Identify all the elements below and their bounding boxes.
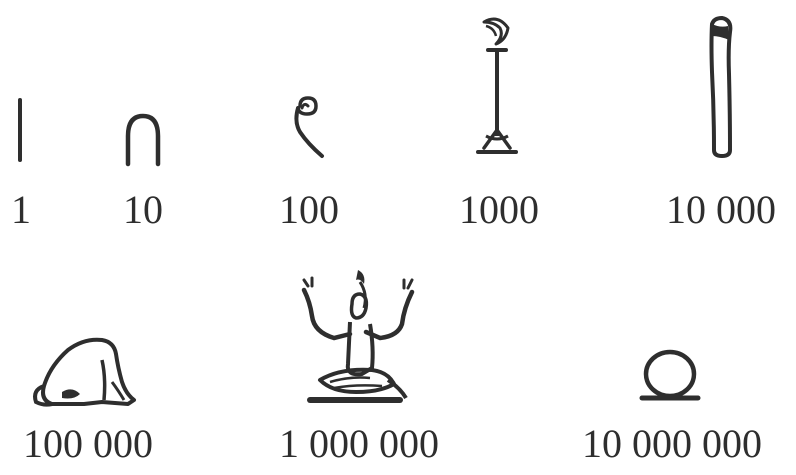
stroke-icon — [5, 95, 35, 165]
label-10: 10 — [123, 190, 163, 230]
label-1000: 1000 — [459, 190, 539, 230]
heh-god-icon — [300, 268, 420, 414]
label-10000000: 10 000 000 — [582, 424, 762, 464]
label-100000: 100 000 — [23, 424, 153, 464]
lotus-plant-icon — [468, 14, 528, 164]
heel-bone-icon — [118, 108, 168, 168]
finger-icon — [698, 14, 748, 164]
tadpole-icon — [22, 320, 142, 410]
label-1: 1 — [11, 190, 31, 230]
label-10000: 10 000 — [666, 190, 776, 230]
coil-of-rope-icon — [280, 88, 340, 168]
shen-ring-icon — [630, 348, 710, 408]
label-1000000: 1 000 000 — [279, 424, 439, 464]
label-100: 100 — [279, 190, 339, 230]
